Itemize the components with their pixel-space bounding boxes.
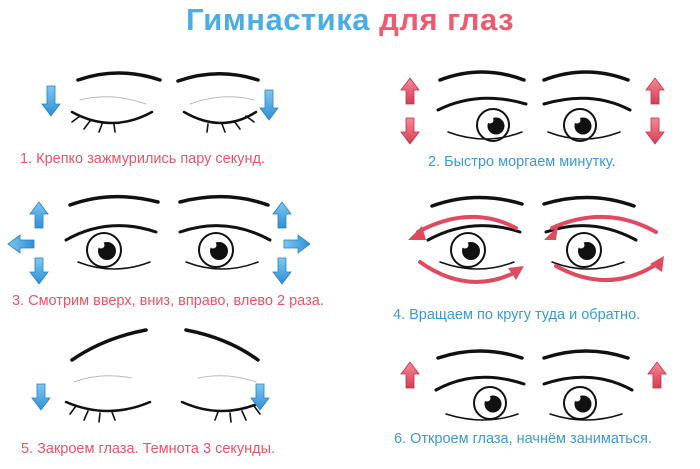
panel-6-open-eyes: [434, 349, 634, 421]
panel-3-arrows: [7, 201, 311, 285]
step-5-caption: 5. Закроем глаза. Темнота 3 секунды.: [21, 441, 276, 457]
page-title: Гимнастика для глаз: [0, 2, 700, 38]
arrow-left-icon: [7, 234, 35, 254]
circular-arrow-icon: [550, 214, 658, 234]
step-6-caption: 6. Откроем глаза, начнём заниматься.: [394, 431, 652, 447]
panel-1-arrows: [41, 85, 279, 121]
panel-4-arrows: [408, 214, 664, 284]
step-2-caption: 2. Быстро моргаем минутку.: [428, 154, 616, 170]
circular-arrow-icon: [554, 260, 662, 283]
panel-1-squeezed-eyes: [70, 71, 260, 133]
arrow-up-icon: [400, 77, 420, 105]
panel-4-open-eyes: [426, 195, 638, 270]
panel-6-arrows: [400, 361, 667, 389]
arrow-up-icon: [272, 201, 292, 229]
arrow-down-icon: [29, 257, 49, 285]
panel-5-closed-eyes: [64, 328, 264, 423]
arrow-down-icon: [272, 257, 292, 285]
arrow-down-icon: [645, 117, 665, 145]
arrow-right-icon: [283, 234, 311, 254]
arrow-up-icon: [645, 77, 665, 105]
step-3-caption: 3. Смотрим вверх, вниз, вправо, влево 2 …: [12, 293, 324, 309]
panel-3-open-eyes: [64, 194, 272, 270]
arrow-down-icon: [259, 89, 279, 121]
arrow-up-icon: [647, 361, 667, 389]
arrow-down-icon: [400, 117, 420, 145]
panel-2-arrows: [400, 77, 665, 145]
panel-5-arrows: [31, 383, 270, 411]
arrow-up-icon: [29, 201, 49, 229]
panel-2-open-eyes: [436, 70, 632, 142]
title-part-1: Гимнастика: [185, 2, 370, 37]
arrow-down-icon: [31, 383, 51, 411]
arrow-up-icon: [400, 361, 420, 389]
circular-arrow-icon: [416, 214, 518, 234]
step-1-caption: 1. Крепко зажмурились пару секунд.: [20, 151, 265, 167]
arrow-down-icon: [250, 383, 270, 411]
title-part-2: для глаз: [379, 2, 515, 37]
circular-arrow-icon: [418, 260, 518, 284]
arrow-down-icon: [41, 85, 61, 117]
step-4-caption: 4. Вращаем по кругу туда и обратно.: [393, 307, 641, 323]
